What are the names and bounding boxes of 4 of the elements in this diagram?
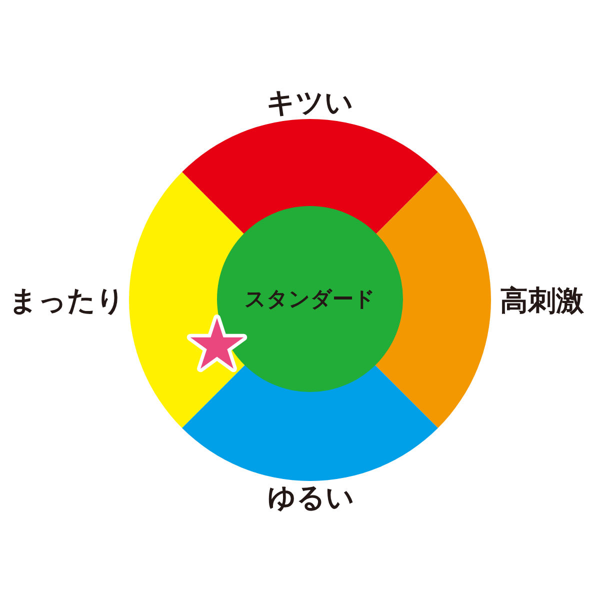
segment-label: ゆるい (268, 484, 354, 512)
segment-label: まったり (9, 287, 125, 315)
segment-label: 高刺激 (500, 287, 584, 315)
segment-label: キツい (266, 89, 354, 117)
